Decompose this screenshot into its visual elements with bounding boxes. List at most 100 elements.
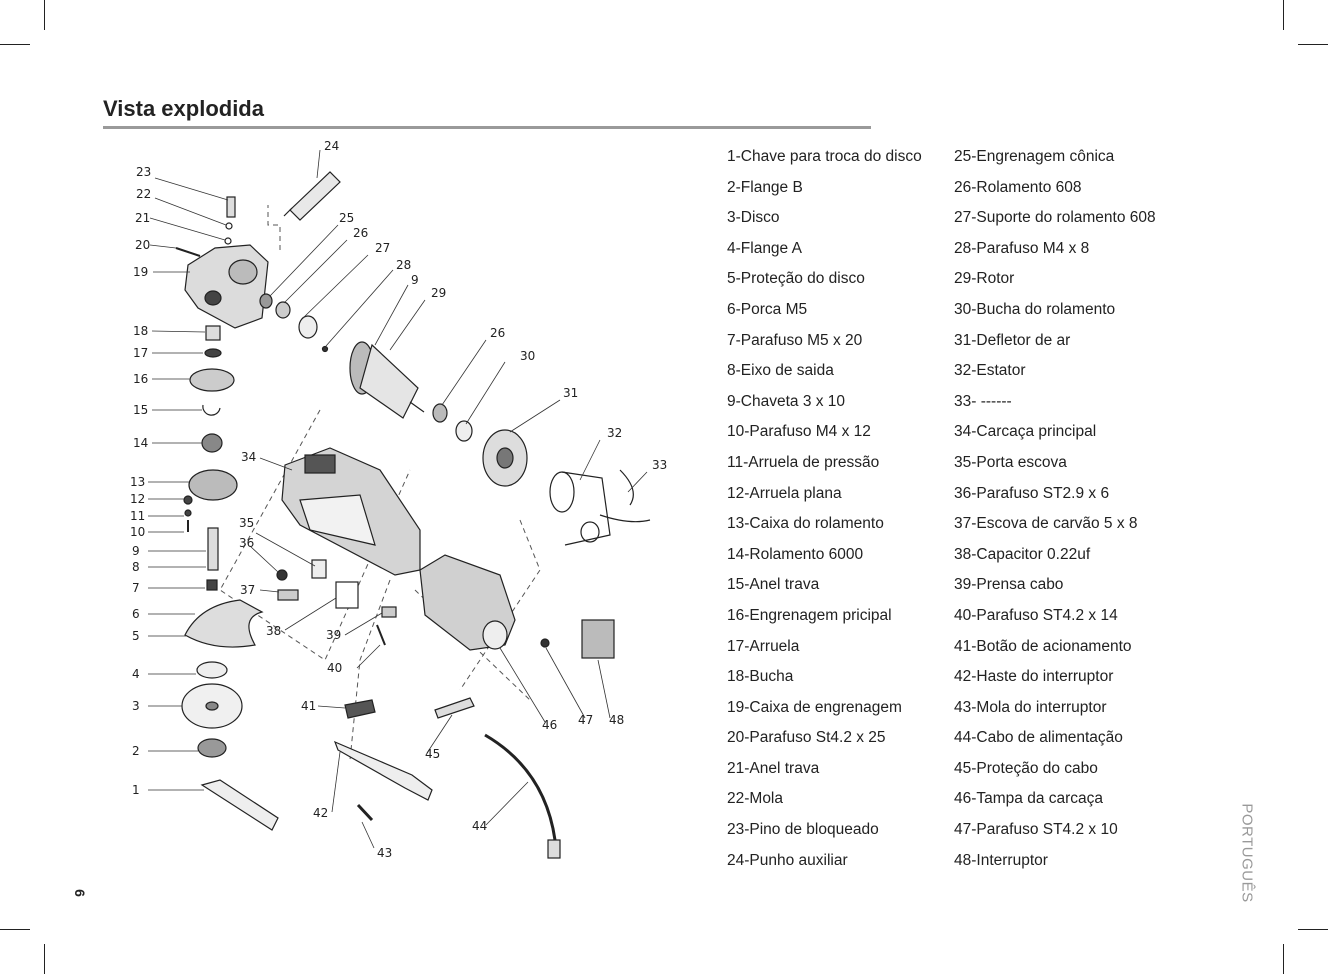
list-item: 16-Engrenagem pricipal: [727, 606, 892, 624]
callout-44: 44: [472, 819, 487, 833]
list-item: 40-Parafuso ST4.2 x 14: [954, 606, 1118, 624]
list-item: 22-Mola: [727, 790, 783, 808]
list-item: 30-Bucha do rolamento: [954, 300, 1116, 318]
list-item: 43-Mola do interruptor: [954, 698, 1107, 716]
callout-26b: 26: [490, 326, 505, 340]
list-item: 6-Porca M5: [727, 300, 808, 318]
list-item: 4-Flange A: [727, 239, 802, 257]
list-item: 25-Engrenagem cônica: [954, 148, 1115, 165]
callout-24: 24: [324, 139, 339, 153]
callout-29: 29: [431, 286, 446, 300]
list-item: 8-Eixo de saida: [727, 362, 834, 380]
list-item: 15-Anel trava: [727, 576, 820, 594]
callout-4: 4: [132, 667, 140, 681]
page-title: Vista explodida: [103, 96, 264, 121]
part-stator: [549, 469, 651, 546]
list-item: 47-Parafuso ST4.2 x 10: [954, 821, 1118, 839]
callout-31: 31: [563, 386, 578, 400]
list-item: 21-Anel trava: [727, 759, 820, 777]
list-item: 32-Estator: [954, 362, 1026, 380]
callout-32: 32: [607, 426, 622, 440]
list-item: 7-Parafuso M5 x 20: [727, 331, 863, 349]
list-item: 24-Punho auxiliar: [727, 851, 848, 869]
crop-mark-top-right-v: [1283, 0, 1284, 30]
callout-3: 3: [132, 699, 140, 713]
part-trigger-button: [344, 699, 376, 719]
callout-9b: 9: [411, 273, 419, 287]
callout-7: 7: [132, 581, 140, 595]
callout-37: 37: [240, 583, 255, 597]
assembly-guides: [219, 205, 541, 761]
callout-36: 36: [239, 536, 254, 550]
callout-35: 35: [239, 516, 254, 530]
list-item: 5-Proteção do disco: [727, 270, 865, 288]
callout-10: 10: [130, 525, 145, 539]
callout-25: 25: [339, 211, 354, 225]
list-item: 45-Proteção do cabo: [954, 759, 1098, 777]
list-item: 44-Cabo de alimentação: [954, 729, 1123, 747]
list-item: 33- ------: [954, 392, 1012, 410]
callout-48: 48: [609, 713, 624, 727]
callout-27: 27: [375, 241, 390, 255]
list-item: 38-Capacitor 0.22uf: [954, 545, 1091, 563]
language-tab: PORTUGUÊS: [1238, 803, 1256, 903]
callout-22: 22: [136, 187, 151, 201]
list-item: 46-Tampa da carcaça: [954, 790, 1104, 808]
list-item: 36-Parafuso ST2.9 x 6: [954, 484, 1110, 502]
callout-11: 11: [130, 509, 145, 523]
callout-8: 8: [132, 560, 140, 574]
callout-30: 30: [520, 349, 535, 363]
list-item: 1-Chave para troca do disco: [727, 148, 922, 165]
callout-42: 42: [313, 806, 328, 820]
callout-15: 15: [133, 403, 148, 417]
crop-mark-bottom-left-v: [44, 944, 45, 974]
list-item: 31-Defletor de ar: [954, 331, 1071, 349]
crop-mark-bottom-right-v: [1283, 944, 1284, 974]
title-rule: [103, 126, 871, 129]
list-item: 2-Flange B: [727, 178, 803, 196]
crop-mark-top-right-h: [1298, 44, 1328, 45]
part-switch-rod: [333, 740, 433, 801]
callout-33: 33: [652, 458, 667, 472]
part-air-deflector: [482, 429, 528, 487]
callout-39: 39: [326, 628, 341, 642]
list-item: 41-Botão de acionamento: [954, 637, 1132, 655]
callout-17: 17: [133, 346, 148, 360]
list-item: 39-Prensa cabo: [954, 576, 1064, 594]
callout-41: 41: [301, 699, 316, 713]
part-capacitor: [335, 581, 359, 609]
callout-47: 47: [578, 713, 593, 727]
callout-40: 40: [327, 661, 342, 675]
parts-list-right: 25-Engrenagem cônica 26-Rolamento 608 27…: [954, 146, 1187, 880]
part-rotor: [349, 341, 425, 419]
leader-lines: [148, 149, 648, 849]
part-left-stack: [181, 325, 279, 831]
part-main-housing: [281, 447, 421, 576]
part-auxiliary-handle: [283, 171, 341, 221]
parts-list-left: 1-Chave para troca do disco 2-Flange B 3…: [727, 146, 954, 880]
crop-mark-bottom-right-h: [1298, 929, 1328, 930]
callout-18: 18: [133, 324, 148, 338]
list-item: 27-Suporte do rolamento 608: [954, 209, 1156, 227]
page-number: 6: [72, 889, 88, 897]
callout-23: 23: [136, 165, 151, 179]
callout-5: 5: [132, 629, 140, 643]
list-item: 17-Arruela: [727, 637, 800, 655]
callout-1: 1: [132, 783, 140, 797]
list-item: 11-Arruela de pressão: [727, 453, 880, 471]
list-item: 9-Chaveta 3 x 10: [727, 392, 846, 410]
callout-45: 45: [425, 747, 440, 761]
callout-46: 46: [542, 718, 557, 732]
list-item: 12-Arruela plana: [727, 484, 842, 502]
callout-19: 19: [133, 265, 148, 279]
exploded-view-diagram: 1 2 3 4 5 6 7 8 9 10 11 12 13 14 15 16 1…: [130, 139, 667, 860]
part-switch: [581, 619, 615, 659]
list-item: 48-Interruptor: [954, 851, 1048, 869]
list-item: 28-Parafuso M4 x 8: [954, 239, 1090, 257]
list-item: 18-Bucha: [727, 668, 794, 686]
list-item: 34-Carcaça principal: [954, 423, 1097, 441]
list-item: 29-Rotor: [954, 270, 1015, 288]
list-item: 35-Porta escova: [954, 453, 1067, 471]
callout-9: 9: [132, 544, 140, 558]
callout-14: 14: [133, 436, 148, 450]
